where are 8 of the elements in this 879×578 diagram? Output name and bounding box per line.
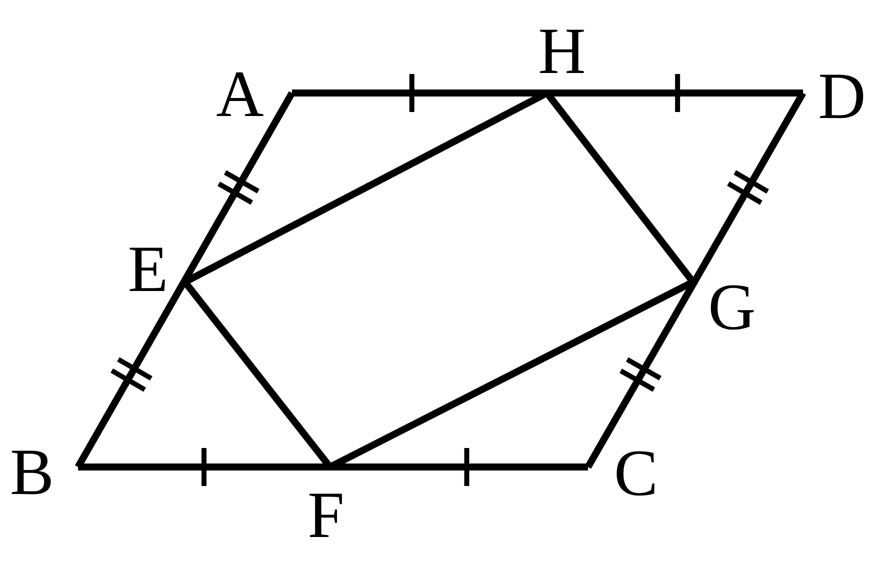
- vertex-label: E: [128, 237, 168, 303]
- vertex-label: C: [614, 441, 658, 507]
- vertex-label: D: [818, 64, 866, 130]
- vertex-label: A: [216, 62, 264, 128]
- vertex-label: B: [10, 440, 54, 506]
- vertex-label: H: [538, 19, 586, 85]
- vertex-label: F: [308, 483, 344, 549]
- vertex-label: G: [708, 275, 756, 341]
